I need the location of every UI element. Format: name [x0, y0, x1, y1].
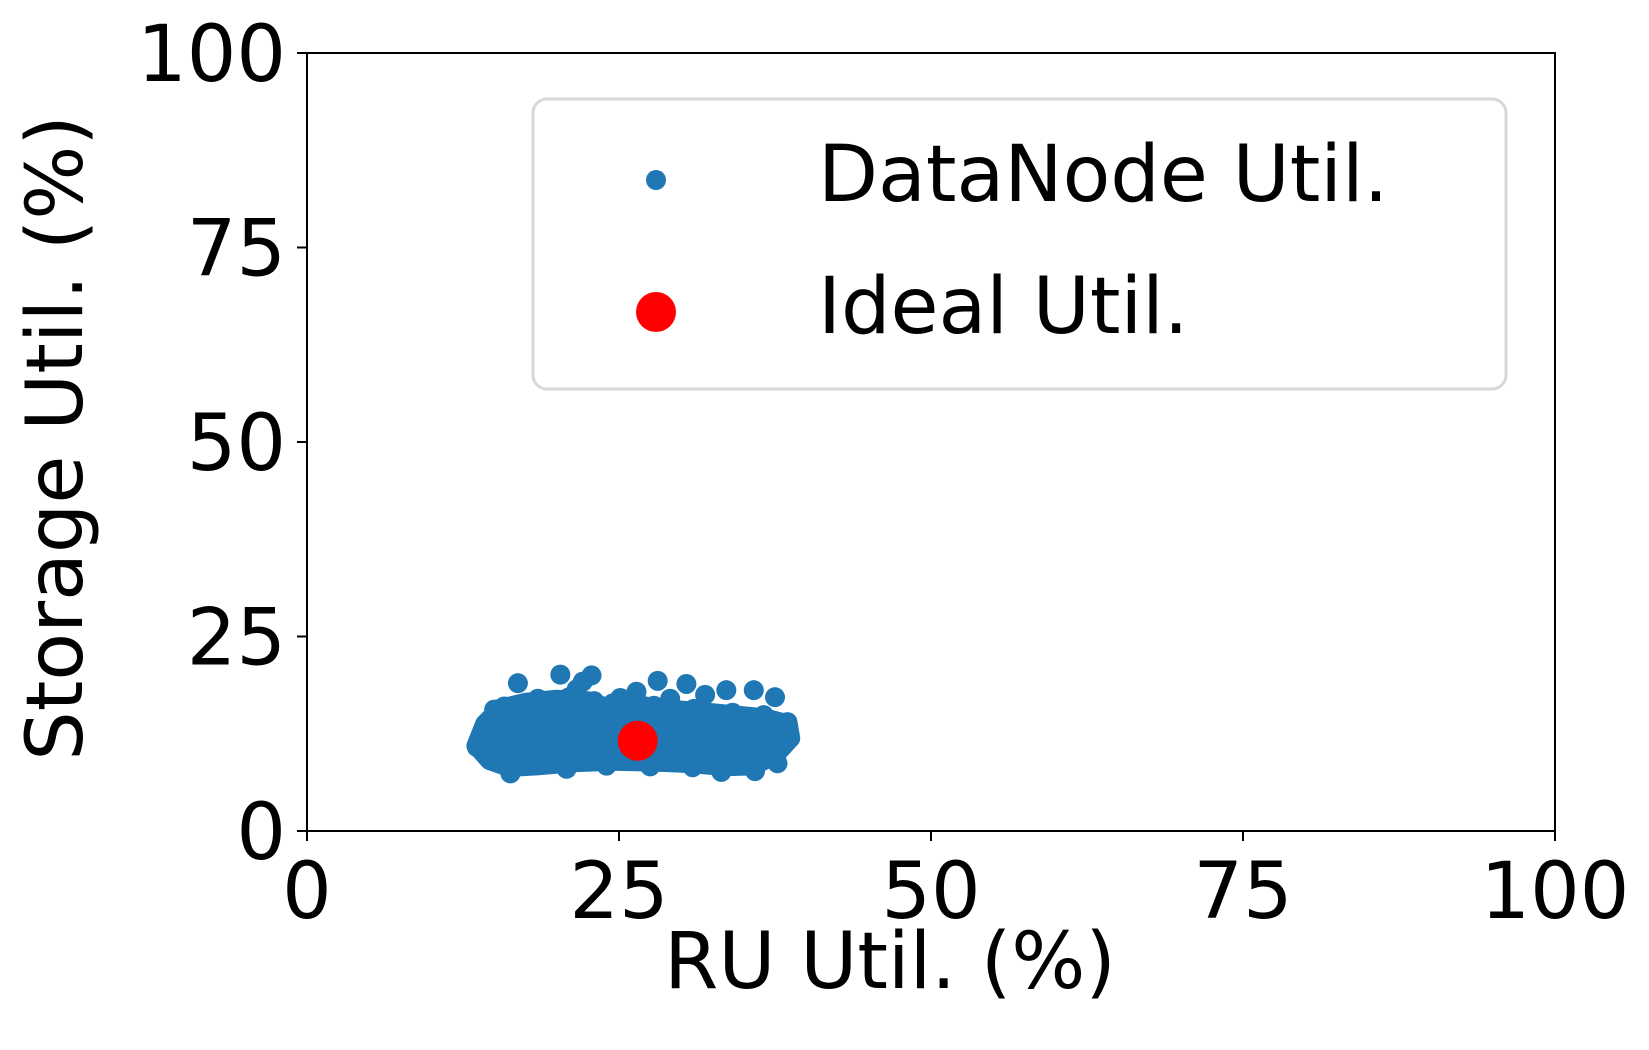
y-tick-label: 0 — [236, 788, 286, 878]
datanode-point — [643, 695, 664, 716]
x-axis-label: RU Util. (%) — [664, 917, 1116, 1007]
y-tick-label: 100 — [137, 10, 286, 100]
datanode-point — [500, 763, 521, 784]
plot-area: 0 25 50 75 100 0 25 50 75 100 — [137, 10, 1629, 937]
x-tick-label: 50 — [881, 847, 980, 937]
datanode-point — [640, 756, 661, 777]
legend-box — [531, 97, 1508, 391]
datanode-point — [602, 693, 623, 714]
datanode-point — [550, 664, 571, 685]
datanode-point — [494, 696, 515, 717]
datanode-point — [682, 757, 703, 778]
x-tick-label: 100 — [1481, 847, 1630, 937]
datanode-point — [584, 691, 605, 712]
datanode-point — [466, 736, 487, 757]
legend-marker-datanode — [646, 170, 666, 190]
datanode-point — [695, 684, 716, 705]
y-tick-label: 25 — [187, 594, 286, 684]
datanode-point — [711, 761, 732, 782]
legend-label-ideal: Ideal Util. — [818, 262, 1189, 352]
datanode-point — [541, 691, 562, 712]
datanode-point — [660, 688, 681, 709]
datanode-point — [507, 673, 528, 694]
datanode-point — [722, 702, 743, 723]
datanode-point — [716, 680, 737, 701]
datanode-point — [647, 670, 668, 691]
datanode-point — [596, 755, 617, 776]
ideal-point — [617, 720, 658, 761]
y-axis-label: Storage Util. (%) — [11, 115, 101, 761]
datanode-point — [772, 727, 793, 748]
y-tick-label: 75 — [187, 205, 286, 295]
datanode-point — [777, 712, 798, 733]
datanode-point — [676, 673, 697, 694]
x-tick-label: 25 — [569, 847, 668, 937]
datanode-point — [556, 758, 577, 779]
legend: DataNode Util. Ideal Util. — [531, 97, 1508, 391]
datanode-point — [745, 761, 766, 782]
datanode-point — [475, 715, 496, 736]
x-tick-label: 75 — [1193, 847, 1292, 937]
y-tick-label: 50 — [187, 399, 286, 489]
datanode-point — [683, 698, 704, 719]
datanode-point — [765, 687, 785, 708]
datanode-point — [511, 694, 532, 715]
legend-marker-ideal — [636, 292, 676, 332]
datanode-point — [753, 705, 774, 726]
datanode-point — [559, 687, 580, 708]
datanode-point — [767, 753, 788, 774]
datanode-point — [743, 680, 764, 701]
legend-label-datanode: DataNode Util. — [818, 130, 1388, 220]
x-tick-label: 0 — [282, 847, 332, 937]
datanode-point — [626, 681, 647, 702]
